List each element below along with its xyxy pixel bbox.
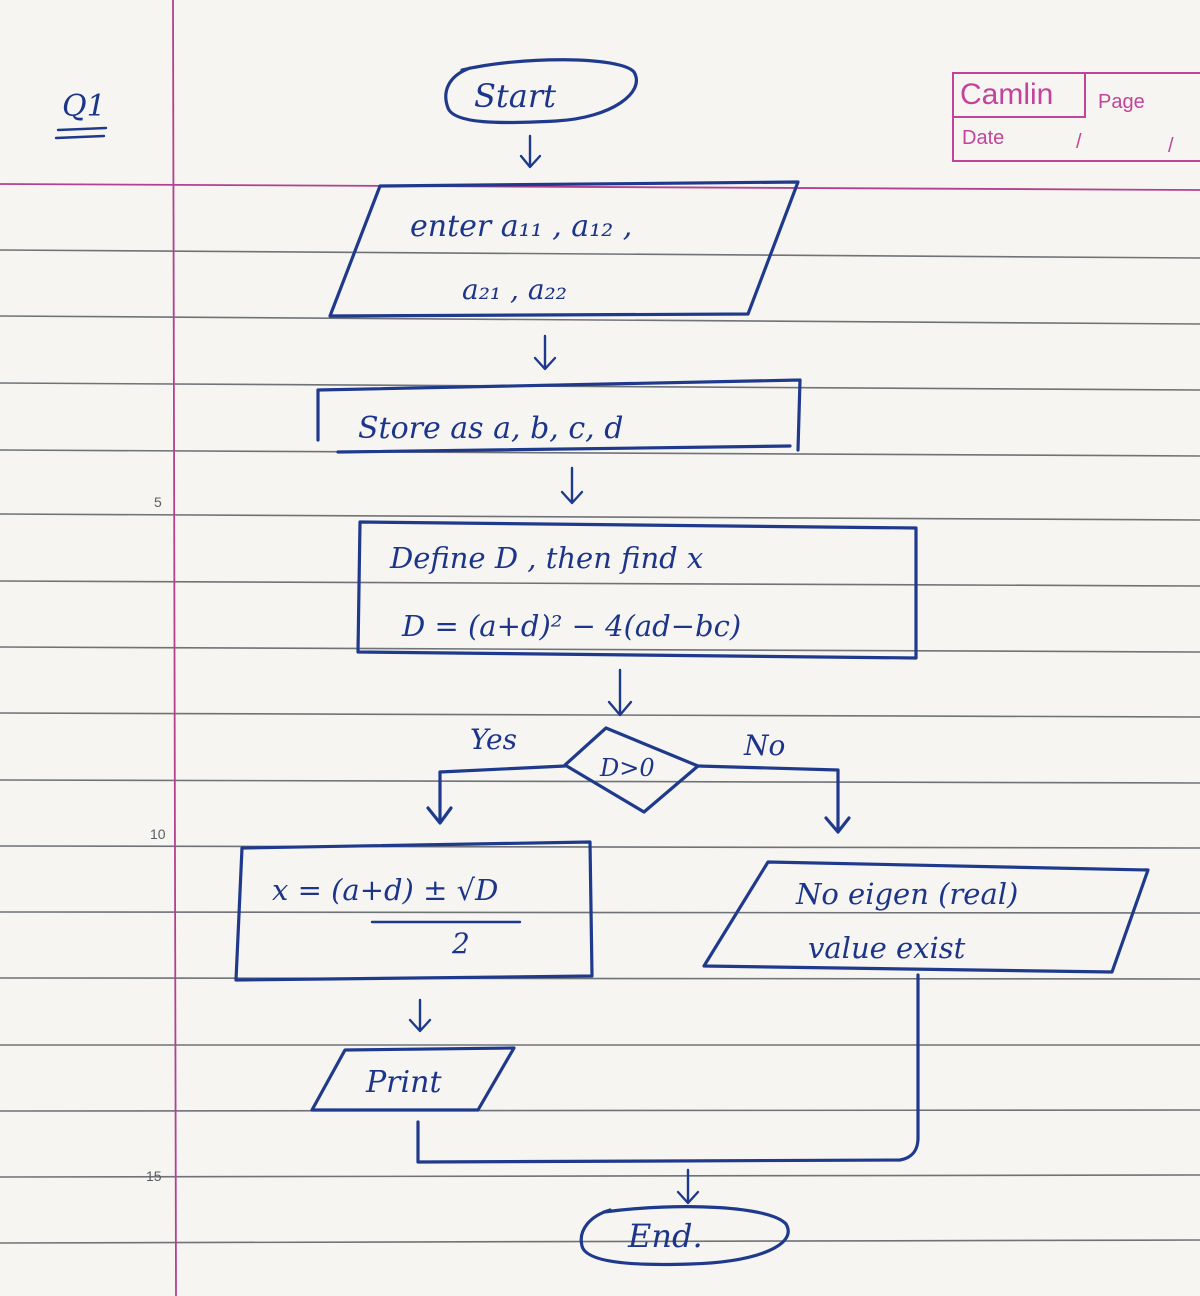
line-number: 10 — [150, 826, 166, 842]
end-label: End. — [628, 1217, 703, 1255]
line-number: 5 — [154, 494, 162, 510]
store-box — [316, 378, 802, 454]
input-parallelogram — [328, 180, 800, 318]
no-eigen-text-line2: value exist — [808, 931, 966, 965]
arrow-define-to-decision — [607, 668, 633, 717]
no-eigen-text-line1: No eigen (real) — [796, 877, 1019, 911]
formula-box — [234, 840, 594, 982]
formula-denominator: 2 — [452, 927, 470, 960]
question-label: Q1 — [62, 89, 106, 124]
yes-label: Yes — [470, 723, 517, 756]
brand-cell — [954, 74, 1086, 118]
arrow-formula-to-print — [408, 998, 432, 1033]
arrow-store-to-define — [560, 466, 584, 505]
formula-numerator: x = (a+d) ± √D — [272, 873, 499, 907]
brand-logo: Camlin — [960, 78, 1054, 111]
define-text-line2: D = (a+d)² − 4(ad−bc) — [402, 609, 742, 643]
decision-text: D>0 — [600, 754, 655, 782]
arrow-input-to-store — [533, 334, 557, 371]
store-text: Store as a, b, c, d — [358, 411, 624, 446]
arrow-start-to-input — [519, 134, 542, 169]
date-separator: / — [1168, 135, 1174, 157]
input-text-line1: enter a₁₁ , a₁₂ , — [410, 209, 633, 244]
notebook-header-box: Camlin Page Date / / — [952, 72, 1200, 162]
line-number: 15 — [146, 1168, 162, 1184]
arrow-merge-to-end — [676, 1168, 700, 1205]
ruled-lines — [0, 249, 1200, 1244]
input-text-line2: a₂₁ , a₂₂ — [462, 273, 567, 306]
define-box — [356, 520, 918, 660]
define-text-line1: Define D , then find x — [390, 541, 704, 575]
no-label: No — [744, 729, 786, 762]
end-terminal — [579, 1205, 790, 1267]
print-label: Print — [366, 1065, 442, 1100]
date-separator: / — [1076, 131, 1082, 153]
date-label: Date — [962, 127, 1005, 149]
connector-no-branch — [696, 764, 851, 834]
print-parallelogram — [310, 1046, 516, 1112]
connector-merge — [416, 973, 920, 1164]
connector-yes-branch — [426, 764, 567, 825]
question-underline — [54, 126, 108, 140]
no-eigen-parallelogram — [702, 860, 1150, 974]
start-label: Start — [474, 77, 557, 115]
start-terminal — [444, 58, 638, 125]
page-label: Page — [1098, 91, 1145, 113]
